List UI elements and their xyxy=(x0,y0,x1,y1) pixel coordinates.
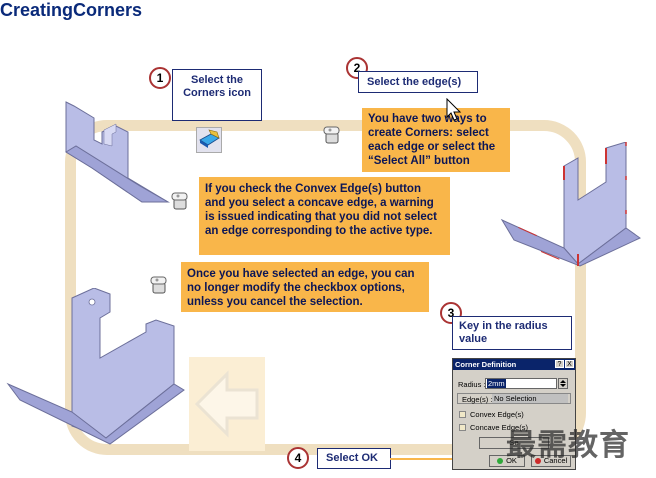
radius-value: 2mm xyxy=(487,379,506,388)
corners-icon[interactable] xyxy=(196,127,222,153)
edges-row: Edge(s) : No Selection xyxy=(457,393,571,404)
ok-icon xyxy=(497,458,504,465)
step-1-number: 1 xyxy=(149,67,171,89)
radius-label: Radius : xyxy=(458,380,486,389)
note-two-ways: You have two ways to create Corners: sel… xyxy=(362,108,510,172)
part-bottom-left xyxy=(6,288,185,445)
edges-label: Edge(s) : xyxy=(462,395,493,404)
mouse-pointer-icon xyxy=(446,98,462,121)
step-3-callout: Key in the radius value xyxy=(452,316,572,350)
ok-label: OK xyxy=(506,456,517,465)
radius-spinner[interactable] xyxy=(558,378,568,389)
radius-input[interactable]: 2mm xyxy=(485,378,557,389)
select-all-button[interactable]: Se xyxy=(479,437,549,449)
help-button[interactable]: ? xyxy=(555,360,564,368)
step-4-number: 4 xyxy=(287,447,309,469)
cancel-icon xyxy=(534,458,541,465)
selection-cursor-icon xyxy=(150,276,167,294)
edges-value[interactable]: No Selection xyxy=(492,394,568,403)
step-2-callout: Select the edge(s) xyxy=(358,71,478,93)
concave-edges-checkbox[interactable] xyxy=(459,424,466,431)
convex-edges-label: Convex Edge(s) xyxy=(470,410,524,419)
selection-cursor-icon xyxy=(323,126,340,144)
left-arrow-icon xyxy=(194,370,259,438)
watermark: 最需教育 xyxy=(506,428,630,463)
selection-cursor-icon xyxy=(171,192,188,210)
dialog-title: Corner Definition xyxy=(455,360,517,369)
ok-button[interactable]: OK xyxy=(489,455,525,467)
part-top-left xyxy=(65,101,170,203)
close-button[interactable]: X xyxy=(565,360,574,368)
cancel-label: Cancel xyxy=(543,456,568,465)
page-title: CreatingCorners xyxy=(0,0,143,20)
step-1-callout: Select the Corners icon xyxy=(172,69,262,121)
corner-definition-dialog: Corner Definition ? X Radius : 2mm Edge(… xyxy=(452,358,576,470)
concave-edges-label: Concave Edge(s) xyxy=(470,423,528,432)
note-convex-edges: If you check the Convex Edge(s) button a… xyxy=(199,177,450,255)
step-4-connector xyxy=(390,458,482,460)
cancel-button[interactable]: Cancel xyxy=(531,455,571,467)
dialog-title-bar: Corner Definition xyxy=(453,359,575,370)
step-4-callout: Select OK xyxy=(317,448,391,469)
convex-edges-checkbox[interactable] xyxy=(459,411,466,418)
part-right xyxy=(500,142,641,269)
note-no-longer-modify: Once you have selected an edge, you can … xyxy=(181,262,429,312)
